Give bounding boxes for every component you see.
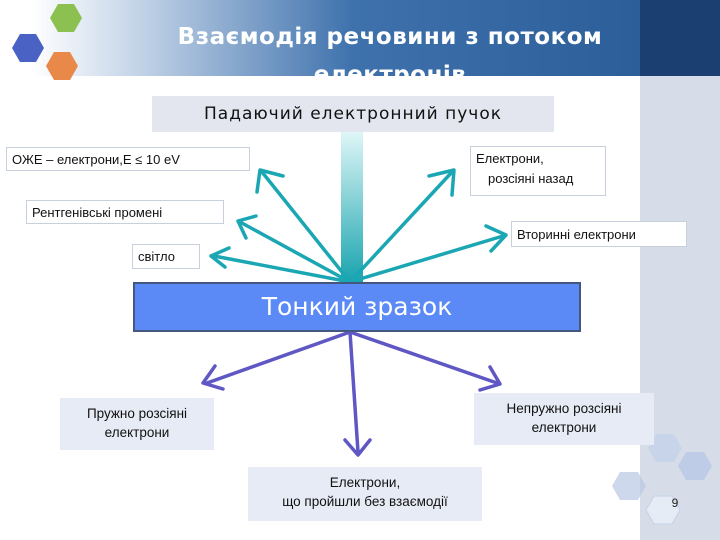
inelastic-scattered-label: Непружно розсіяні електрони — [474, 393, 654, 445]
orange-hexagon-icon — [46, 52, 78, 80]
hexagon-outline-icon — [612, 434, 712, 525]
elastic-line-1: Пружно розсіяні — [86, 406, 188, 421]
green-hexagon-icon — [50, 4, 82, 32]
secondary-electrons-label: Вторинні електрони — [511, 221, 687, 247]
arrow-secondary — [348, 224, 508, 284]
incident-beam-column — [341, 132, 363, 284]
transmitted-line-1: Електрони, — [329, 475, 401, 490]
page-number: 9 — [671, 496, 679, 510]
title-bar — [0, 0, 640, 76]
thin-sample-block: Тонкий зразок — [133, 282, 581, 332]
inelastic-line-1: Непружно розсіяні — [506, 401, 622, 416]
incident-beam-label: Падаючий електронний пучок — [152, 96, 554, 132]
arrow-elastic — [201, 330, 352, 391]
x-rays-label: Рентгенівські промені — [26, 200, 224, 224]
blue-hexagon-icon — [12, 34, 44, 62]
arrow-transmitted — [343, 330, 372, 457]
arrow-light — [209, 246, 352, 284]
backscattered-line-1: Електрони, — [476, 151, 544, 166]
elastic-scattered-label: Пружно розсіяні електрони — [60, 398, 214, 450]
backscattered-electrons-label: Електрони, розсіяні назад — [470, 146, 606, 196]
auger-electrons-label: ОЖЕ – електрони,E ≤ 10 eV — [6, 147, 250, 171]
arrow-inelastic — [348, 330, 502, 392]
inelastic-line-2: електрони — [531, 420, 597, 435]
arrow-backscattered — [348, 168, 456, 284]
elastic-line-2: електрони — [104, 425, 170, 440]
arrow-auger-electrons — [255, 168, 352, 284]
transmitted-electrons-label: Електрони, що пройшли без взаємодії — [248, 467, 482, 521]
light-label: світло — [132, 244, 200, 269]
backscattered-line-2: розсіяні назад — [488, 171, 574, 186]
slide-title: Взаємодія речовини з потоком електронів — [177, 24, 603, 88]
arrow-x-rays — [236, 214, 352, 284]
transmitted-line-2: що пройшли без взаємодії — [282, 494, 448, 509]
hexagon-cluster-icon — [12, 4, 82, 80]
title-bar-accent — [640, 0, 720, 76]
